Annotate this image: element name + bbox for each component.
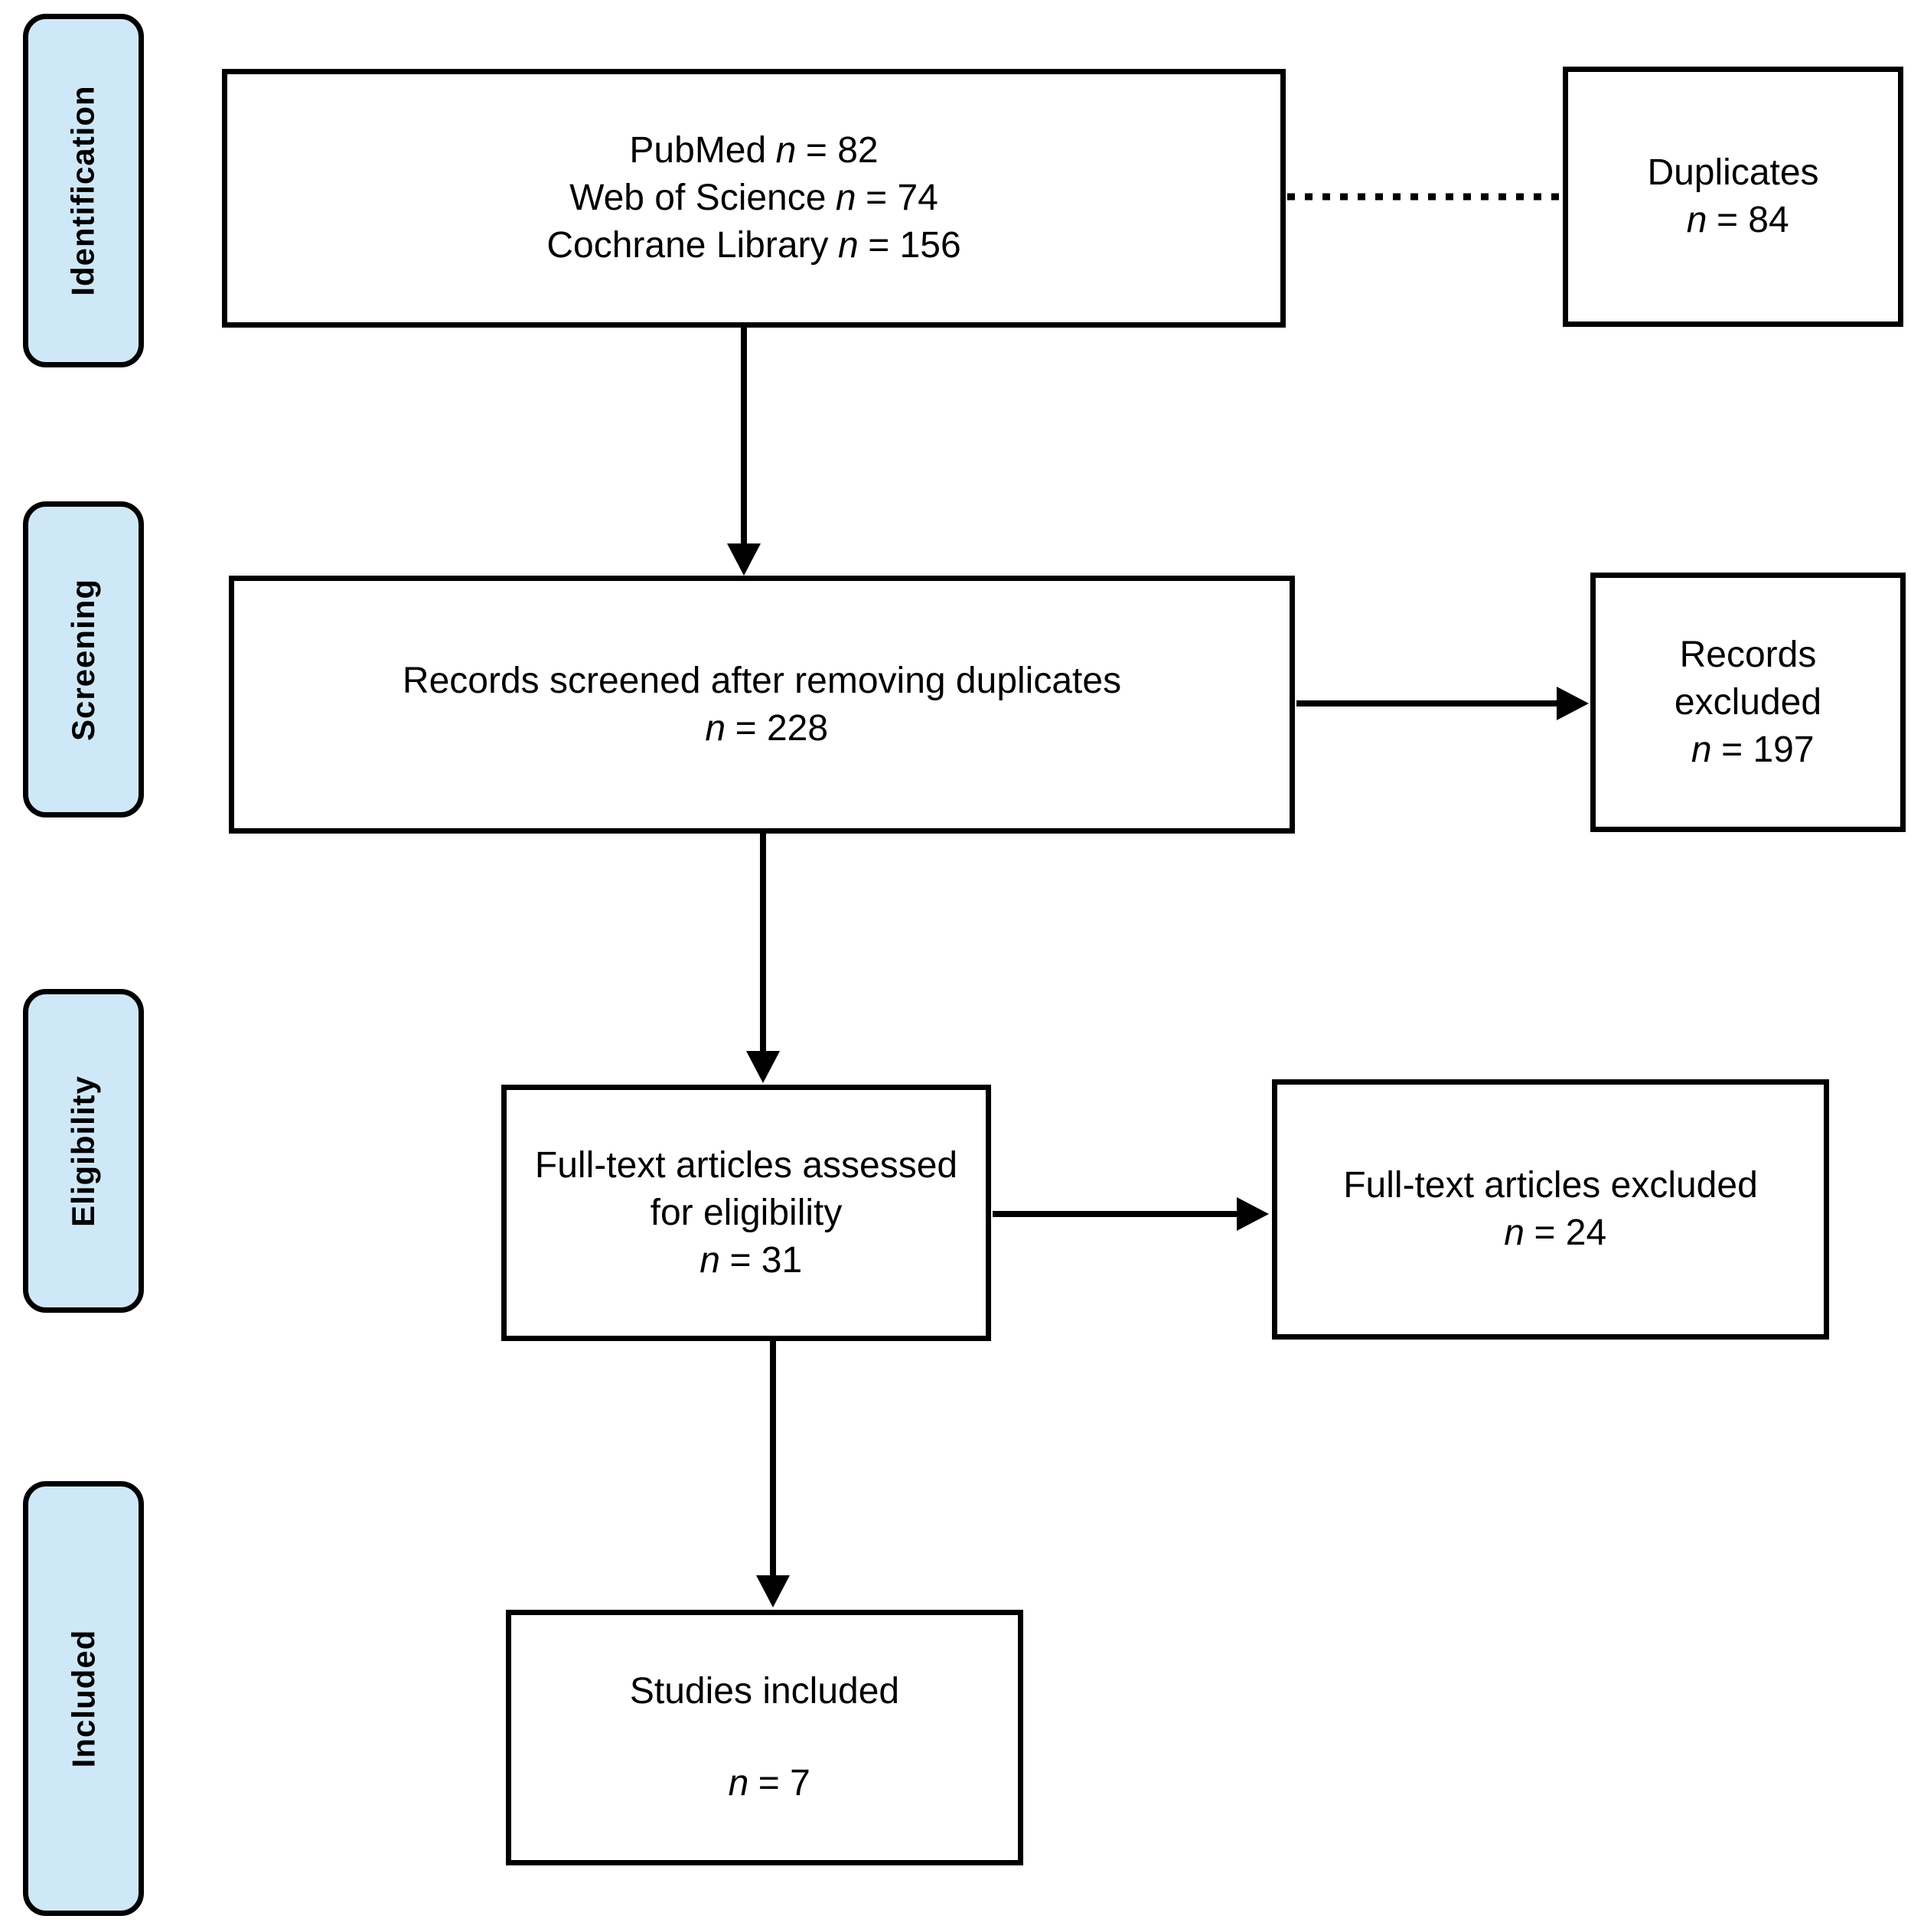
source-pubmed-text: PubMed — [629, 130, 767, 171]
n-symbol: n — [1691, 729, 1712, 770]
included-title-text: Studies included — [629, 1671, 900, 1712]
fulltext-count-value: = 31 — [729, 1239, 803, 1281]
screened-count-value: = 228 — [735, 707, 829, 749]
stage-identification-label: Identification — [65, 85, 101, 296]
source-cochrane-count: = 156 — [868, 225, 961, 266]
n-symbol: n — [1504, 1212, 1525, 1253]
stage-included: Included — [23, 1481, 144, 1916]
box-records-excluded: Records excluded n= 197 — [1590, 573, 1906, 832]
fulltext-excluded-title: Full-text articles excluded — [1343, 1162, 1758, 1209]
arrowhead-right-1 — [1557, 687, 1589, 720]
records-excluded-title-line1: Records — [1680, 631, 1817, 679]
stage-identification: Identification — [23, 14, 144, 367]
records-excluded-count-value: = 197 — [1721, 729, 1815, 770]
box-fulltext-excluded: Full-text articles excluded n= 24 — [1272, 1079, 1829, 1340]
records-excluded-text1: Records — [1679, 634, 1817, 675]
included-title: Studies included — [630, 1668, 899, 1715]
stage-eligibility: Eligibility — [23, 989, 144, 1313]
n-symbol: n — [835, 178, 856, 218]
arrowhead-down-3 — [756, 1575, 790, 1607]
fulltext-text1: Full-text articles assessed — [534, 1144, 958, 1186]
fulltext-title-line1: Full-text articles assessed — [535, 1142, 957, 1190]
source-wos-text: Web of Science — [569, 178, 827, 218]
records-excluded-count: n= 197 — [1681, 726, 1815, 774]
n-symbol: n — [838, 225, 859, 266]
fulltext-title-line2: for eligibility — [651, 1190, 843, 1237]
included-count-value: = 7 — [758, 1763, 810, 1803]
source-wos-count: = 74 — [866, 178, 938, 218]
fulltext-excluded-count-value: = 24 — [1534, 1212, 1607, 1253]
fulltext-count: n= 31 — [690, 1237, 802, 1284]
duplicates-title: Duplicates — [1647, 149, 1818, 197]
n-symbol: n — [728, 1763, 749, 1803]
screened-count: n= 228 — [696, 705, 828, 752]
box-studies-included: Studies included n= 7 — [506, 1610, 1023, 1865]
fulltext-text2: for eligibility — [650, 1192, 843, 1233]
arrowhead-right-2 — [1237, 1197, 1269, 1231]
included-count: n= 7 — [719, 1760, 810, 1807]
n-symbol: n — [775, 130, 797, 171]
source-cochrane-text: Cochrane Library — [546, 225, 829, 266]
duplicates-count-value: = 84 — [1716, 200, 1789, 240]
box-duplicates: Duplicates n= 84 — [1563, 67, 1903, 327]
stage-included-label: Included — [65, 1629, 101, 1768]
box-records-screened: Records screened after removing duplicat… — [229, 576, 1295, 834]
records-excluded-title-line2: excluded — [1675, 679, 1821, 726]
screened-title-text: Records screened after removing duplicat… — [402, 660, 1122, 701]
duplicates-title-text: Duplicates — [1647, 152, 1819, 193]
arrowhead-down-1 — [727, 543, 761, 576]
box-fulltext-assessed: Full-text articles assessed for eligibil… — [501, 1085, 991, 1341]
n-symbol: n — [705, 707, 726, 749]
stage-eligibility-label: Eligibility — [65, 1075, 101, 1227]
fulltext-excluded-text: Full-text articles excluded — [1343, 1165, 1758, 1206]
fulltext-excluded-count: n= 24 — [1495, 1209, 1606, 1257]
duplicates-count: n= 84 — [1677, 197, 1789, 244]
stage-screening: Screening — [23, 501, 144, 818]
source-pubmed-count: = 82 — [805, 130, 879, 171]
screened-title: Records screened after removing duplicat… — [403, 658, 1121, 705]
stage-screening-label: Screening — [65, 578, 102, 741]
n-symbol: n — [1686, 200, 1707, 240]
arrowhead-down-2 — [746, 1051, 780, 1083]
records-excluded-text2: excluded — [1674, 681, 1822, 723]
n-symbol: n — [699, 1239, 720, 1281]
